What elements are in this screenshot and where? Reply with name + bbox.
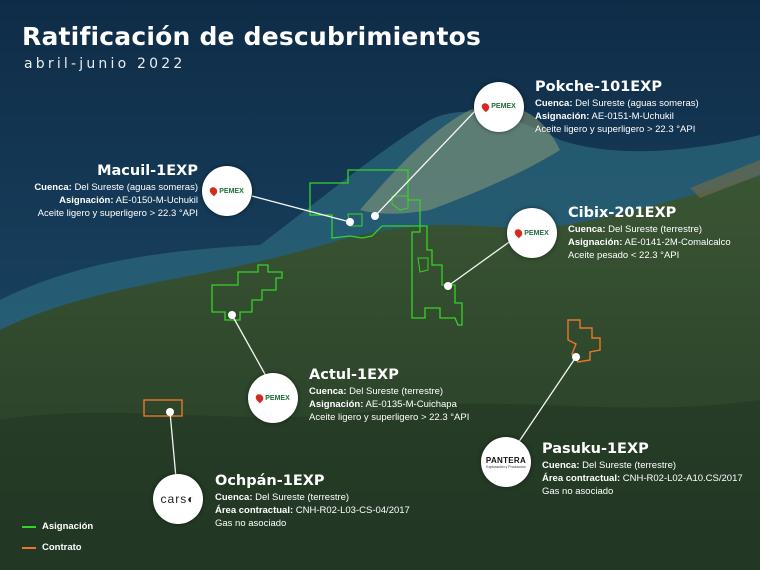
leader-ochpan bbox=[169, 411, 177, 479]
carso-wordmark: cars◐ bbox=[160, 492, 196, 506]
pemex-logo-actul: PEMEX bbox=[248, 373, 298, 423]
well-marker-pokche bbox=[371, 212, 379, 220]
block-uchukil-inner bbox=[391, 195, 409, 211]
pemex-logo-cibix: PEMEX bbox=[507, 208, 557, 258]
leader-cibix bbox=[447, 239, 513, 287]
well-marker-cibix bbox=[444, 282, 452, 290]
sediment-plume bbox=[360, 105, 560, 214]
block-cuichapa bbox=[211, 264, 283, 321]
well-marker-actul bbox=[228, 311, 236, 319]
carso-logo: cars◐ bbox=[153, 474, 203, 524]
pemex-drop-icon bbox=[480, 101, 492, 112]
peninsula-strip bbox=[690, 160, 760, 198]
legend-contrato: Contrato bbox=[22, 542, 82, 553]
block-comalcalco-lake bbox=[417, 257, 429, 273]
legend-swatch-green bbox=[22, 525, 36, 528]
well-marker-macuil bbox=[346, 218, 354, 226]
pemex-logo-macuil: PEMEX bbox=[202, 166, 252, 216]
pemex-drop-icon bbox=[513, 227, 525, 239]
leader-macuil bbox=[251, 195, 351, 223]
info-macuil: Macuil-1EXP Cuenca: Del Sureste (aguas s… bbox=[34, 163, 198, 219]
page-title: Ratificación de descubrimientos bbox=[22, 22, 482, 51]
leader-actul bbox=[231, 314, 267, 377]
page-subtitle: abril-junio 2022 bbox=[24, 56, 186, 72]
info-ochpan: Ochpán-1EXP Cuenca: Del Sureste (terrest… bbox=[215, 473, 410, 529]
pemex-drop-icon bbox=[208, 185, 220, 197]
pemex-logo-pokche: PEMEX bbox=[474, 82, 524, 132]
pantera-logo: PANTERA Exploración y Producción bbox=[481, 437, 531, 487]
pemex-drop-icon bbox=[254, 392, 266, 404]
legend-asignacion: Asignación bbox=[22, 521, 93, 532]
block-ochpan bbox=[143, 399, 183, 417]
info-pokche: Pokche-101EXP Cuenca: Del Sureste (aguas… bbox=[535, 79, 699, 135]
leader-pokche bbox=[374, 109, 477, 217]
block-pasuku bbox=[567, 319, 601, 363]
land-texture bbox=[0, 400, 760, 570]
legend-swatch-orange bbox=[22, 546, 36, 549]
leader-pasuku bbox=[515, 356, 577, 447]
well-marker-ochpan bbox=[166, 408, 174, 416]
block-uchukil bbox=[309, 169, 463, 326]
well-marker-pasuku bbox=[572, 353, 580, 361]
info-actul: Actul-1EXP Cuenca: Del Sureste (terrestr… bbox=[309, 367, 470, 423]
info-cibix: Cibix-201EXP Cuenca: Del Sureste (terres… bbox=[568, 205, 731, 261]
info-pasuku: Pasuku-1EXP Cuenca: Del Sureste (terrest… bbox=[542, 441, 743, 497]
